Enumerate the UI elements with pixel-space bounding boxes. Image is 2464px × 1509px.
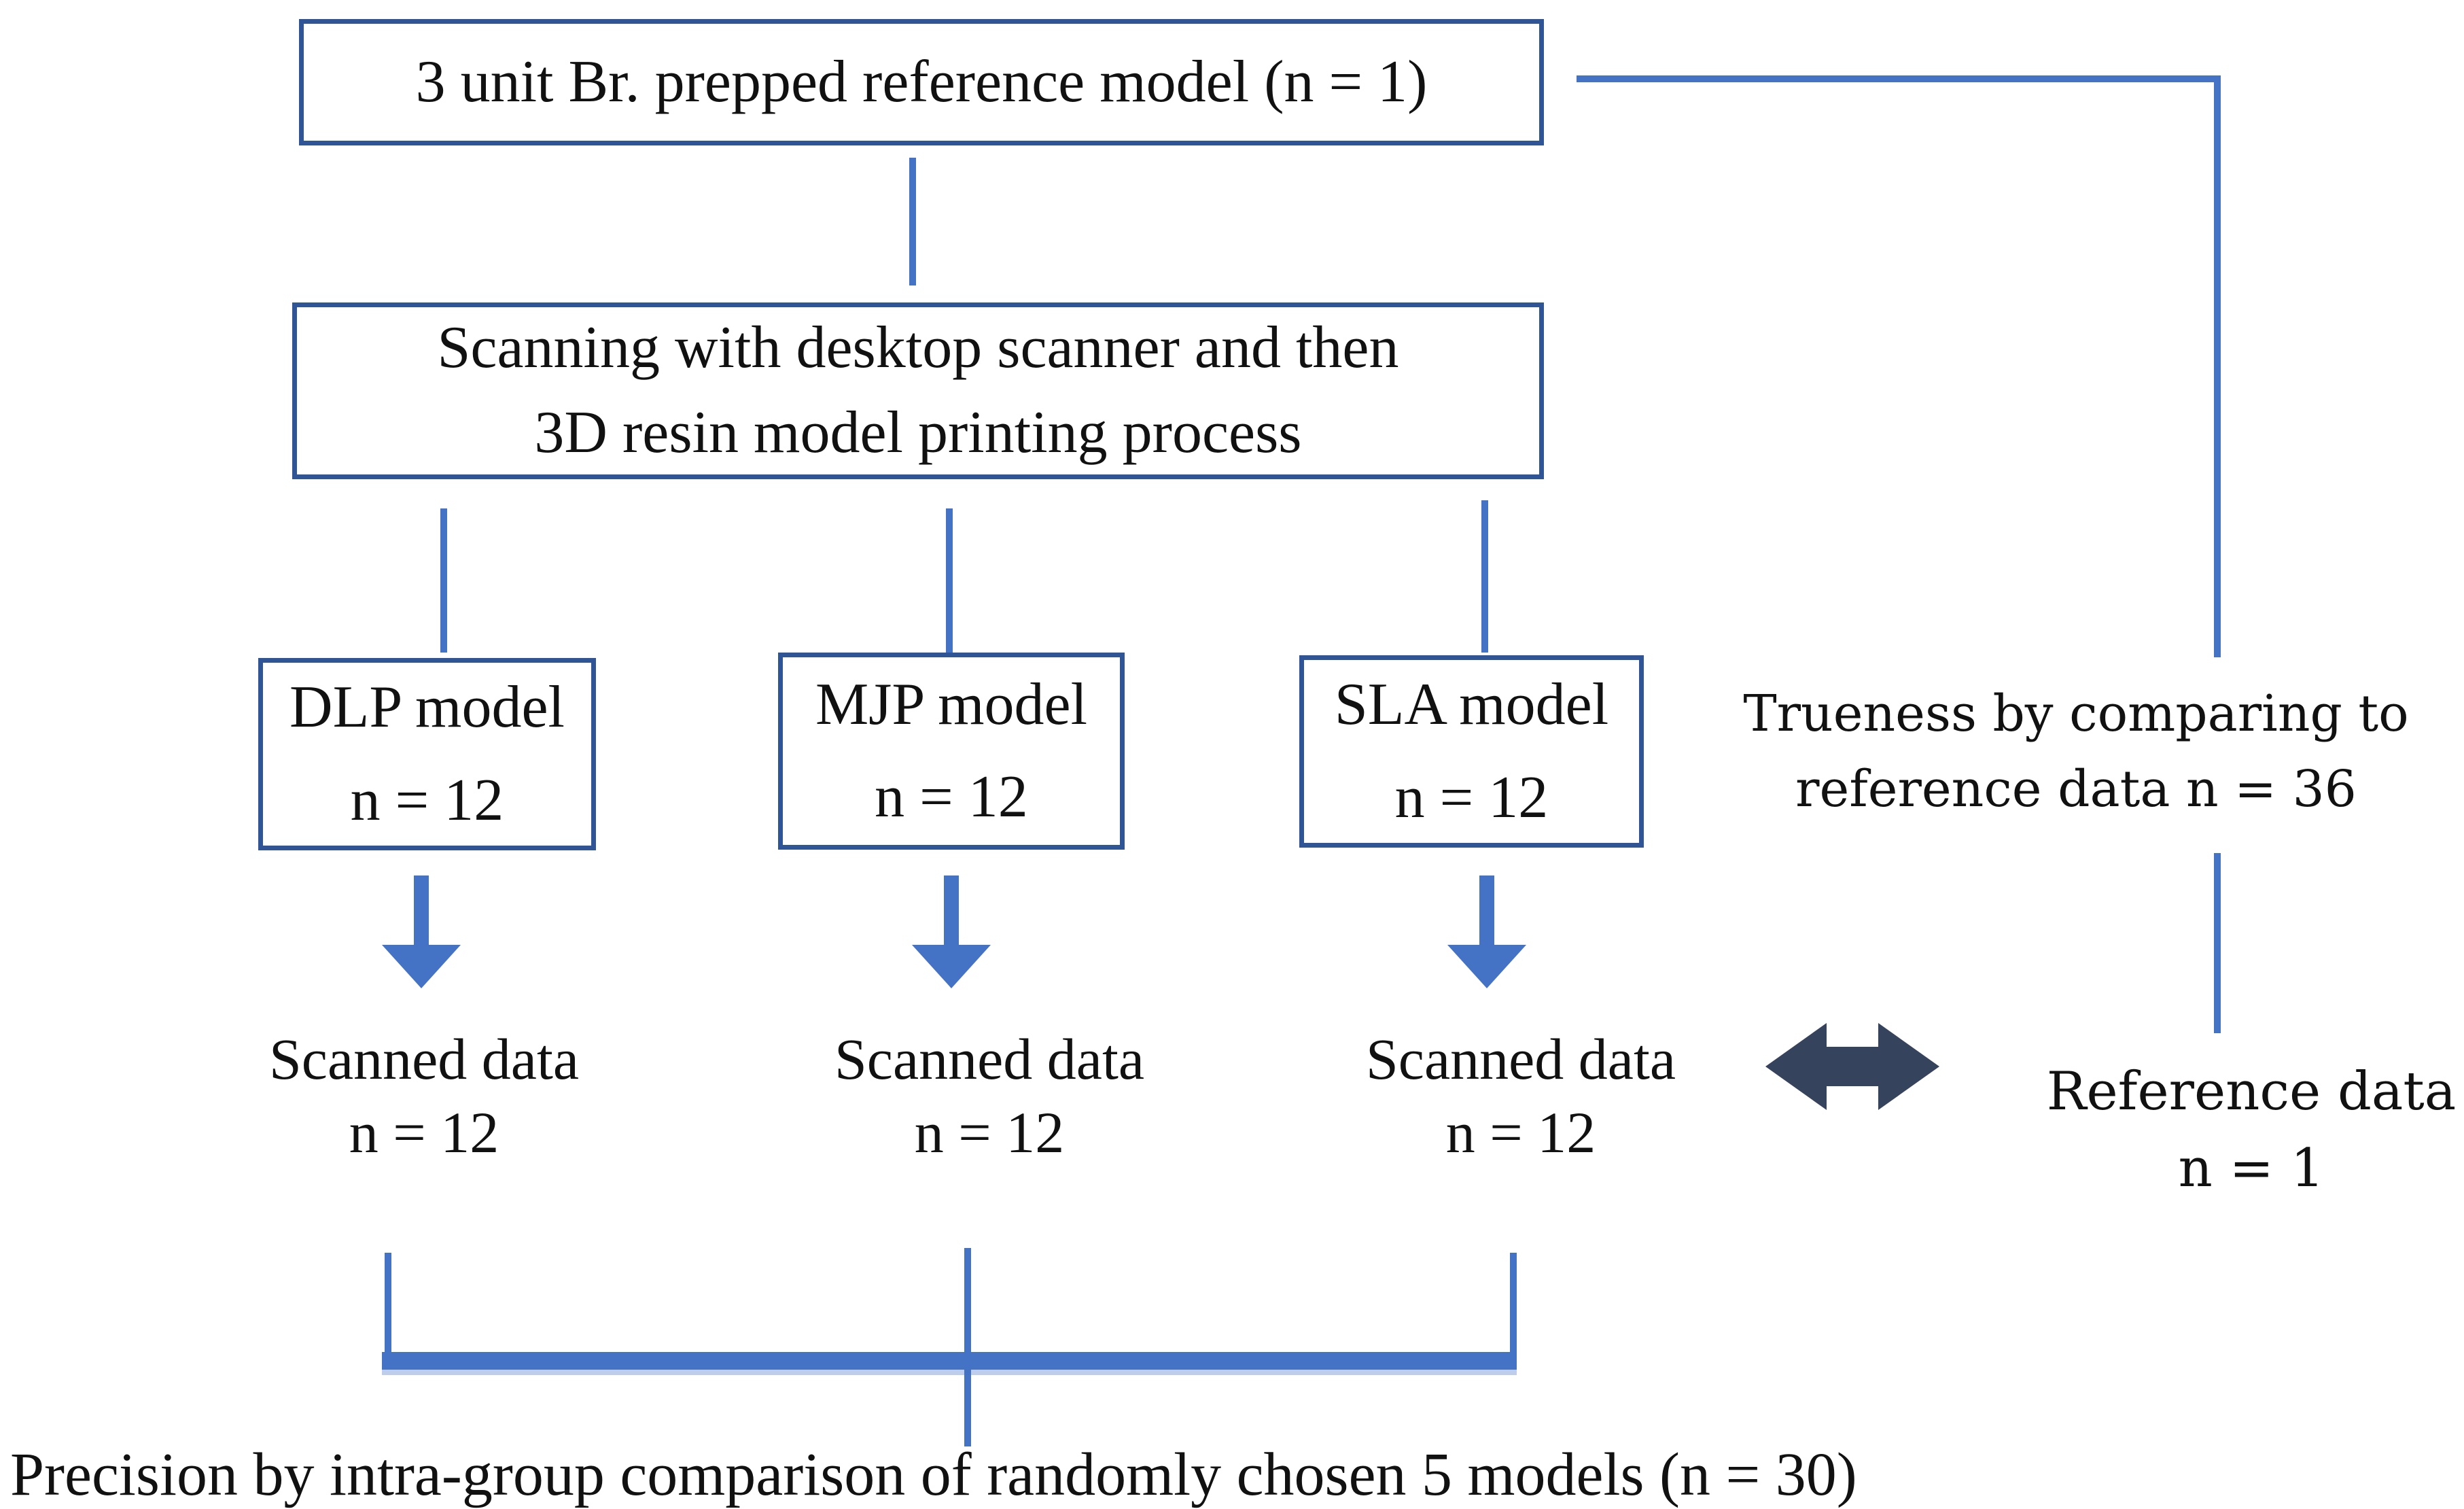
precision-caption: Precision by intra-group comparison of r… [10, 1441, 1857, 1508]
connector-process-to-sla [1481, 500, 1488, 653]
model-box-dlp: DLP model n = 12 [258, 658, 596, 850]
trueness-line2: reference data n = 36 [1795, 760, 2357, 818]
compare-arrow-bar [1827, 1047, 1878, 1086]
scanned-data-line1: Scanned data [834, 1026, 1145, 1092]
connector-process-to-dlp [440, 508, 447, 653]
bracket-middle-line [964, 1248, 971, 1446]
connector-right-upper [2214, 75, 2221, 657]
scanned-data-line2: n = 12 [349, 1099, 499, 1165]
reference-model-box-label: 3 unit Br. prepped reference model (n = … [415, 48, 1428, 115]
model-box-sla-name: SLA model [1334, 672, 1609, 738]
process-box: Scanning with desktop scanner and then 3… [292, 302, 1544, 479]
model-box-mjp-name: MJP model [815, 671, 1088, 738]
compare-arrow-right-head [1878, 1023, 1939, 1110]
connector-top-to-right [1577, 75, 2219, 82]
scanned-data-line1: Scanned data [268, 1026, 580, 1092]
model-box-mjp-count: n = 12 [875, 764, 1028, 830]
down-arrow-icon [911, 875, 992, 988]
scanned-data-line1: Scanned data [1365, 1026, 1676, 1092]
reference-data-line1: Reference data [2046, 1061, 2457, 1122]
reference-data-line2: n = 1 [2178, 1138, 2325, 1200]
down-arrow-shaft [414, 875, 429, 945]
scanned-data-line2: n = 12 [914, 1099, 1065, 1165]
scanned-data-label-dlp: Scanned data n = 12 [247, 1023, 601, 1169]
model-box-mjp: MJP model n = 12 [778, 653, 1125, 850]
scanned-data-label-mjp: Scanned data n = 12 [813, 1023, 1166, 1169]
connector-top-to-process [909, 158, 916, 285]
trueness-line1: Trueness by comparing to [1743, 684, 2409, 743]
connector-right-lower [2214, 853, 2221, 1033]
scanned-data-label-sla: Scanned data n = 12 [1344, 1023, 1697, 1169]
compare-arrow-left-head [1765, 1023, 1827, 1110]
bracket-right-line [1510, 1253, 1517, 1355]
down-arrow-head [1447, 945, 1526, 988]
bracket-bar [382, 1352, 1517, 1370]
trueness-label: Trueness by comparing to reference data … [1712, 676, 2440, 827]
down-arrow-head [382, 945, 461, 988]
model-box-sla: SLA model n = 12 [1299, 655, 1644, 848]
connector-process-to-mjp [946, 508, 953, 653]
model-box-dlp-count: n = 12 [350, 767, 504, 833]
process-box-line1: Scanning with desktop scanner and then [437, 315, 1399, 381]
compare-double-arrow-icon [1765, 1023, 1939, 1110]
model-box-dlp-name: DLP model [289, 674, 565, 741]
down-arrow-shaft [944, 875, 959, 945]
down-arrow-shaft [1479, 875, 1494, 945]
process-box-line2: 3D resin model printing process [534, 400, 1302, 466]
down-arrow-head [912, 945, 991, 988]
scanned-data-line2: n = 12 [1445, 1099, 1596, 1165]
down-arrow-icon [1446, 875, 1528, 988]
reference-model-box: 3 unit Br. prepped reference model (n = … [299, 19, 1544, 145]
down-arrow-icon [381, 875, 462, 988]
model-box-sla-count: n = 12 [1394, 764, 1549, 831]
bracket-left-line [385, 1253, 391, 1355]
reference-data-label: Reference data n = 1 [2039, 1054, 2464, 1207]
